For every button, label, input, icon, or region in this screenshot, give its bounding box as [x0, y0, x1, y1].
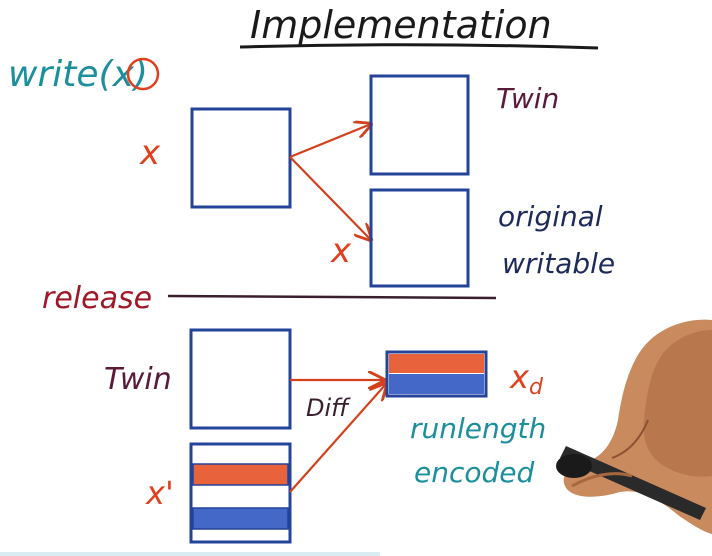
arrow-to-writable: [289, 156, 371, 240]
label-x-d: xd: [509, 358, 544, 400]
bottom-bar: [0, 552, 380, 556]
label-twin-bottom: Twin: [104, 362, 172, 397]
label-release: release: [42, 281, 152, 316]
page-box-original-top: [190, 107, 292, 209]
label-twin-top: Twin: [496, 82, 559, 115]
write-op-arg: x: [112, 54, 135, 95]
page-box-twin-bottom: [189, 328, 292, 430]
label-x-top: x: [139, 133, 161, 173]
label-runlength: runlength: [410, 412, 546, 445]
label-encoded: encoded: [414, 456, 534, 489]
write-op-label: write(x): [8, 54, 148, 95]
x-prime-band-orange: [192, 463, 289, 486]
label-writable: writable: [502, 247, 615, 280]
release-divider: [167, 294, 497, 300]
page-title: Implementation: [250, 3, 552, 47]
label-original: original: [498, 200, 603, 233]
page-box-writable: [369, 188, 470, 288]
label-x-copy: x: [330, 231, 352, 271]
page-box-twin-top: [369, 74, 470, 176]
x-prime-band-blue: [192, 507, 289, 530]
diff-band-blue: [389, 374, 484, 394]
arrow-to-twin: [289, 124, 371, 159]
hand-with-marker-icon: [556, 319, 712, 534]
label-x-d-subscript: d: [529, 375, 544, 400]
title-underline: [239, 43, 599, 50]
write-op-arg-circle: [126, 57, 160, 91]
arrow-xprime-to-diff: [289, 384, 386, 493]
label-diff: Diff: [306, 394, 351, 422]
label-x-prime: x': [145, 474, 174, 512]
diff-band-orange: [389, 354, 484, 373]
